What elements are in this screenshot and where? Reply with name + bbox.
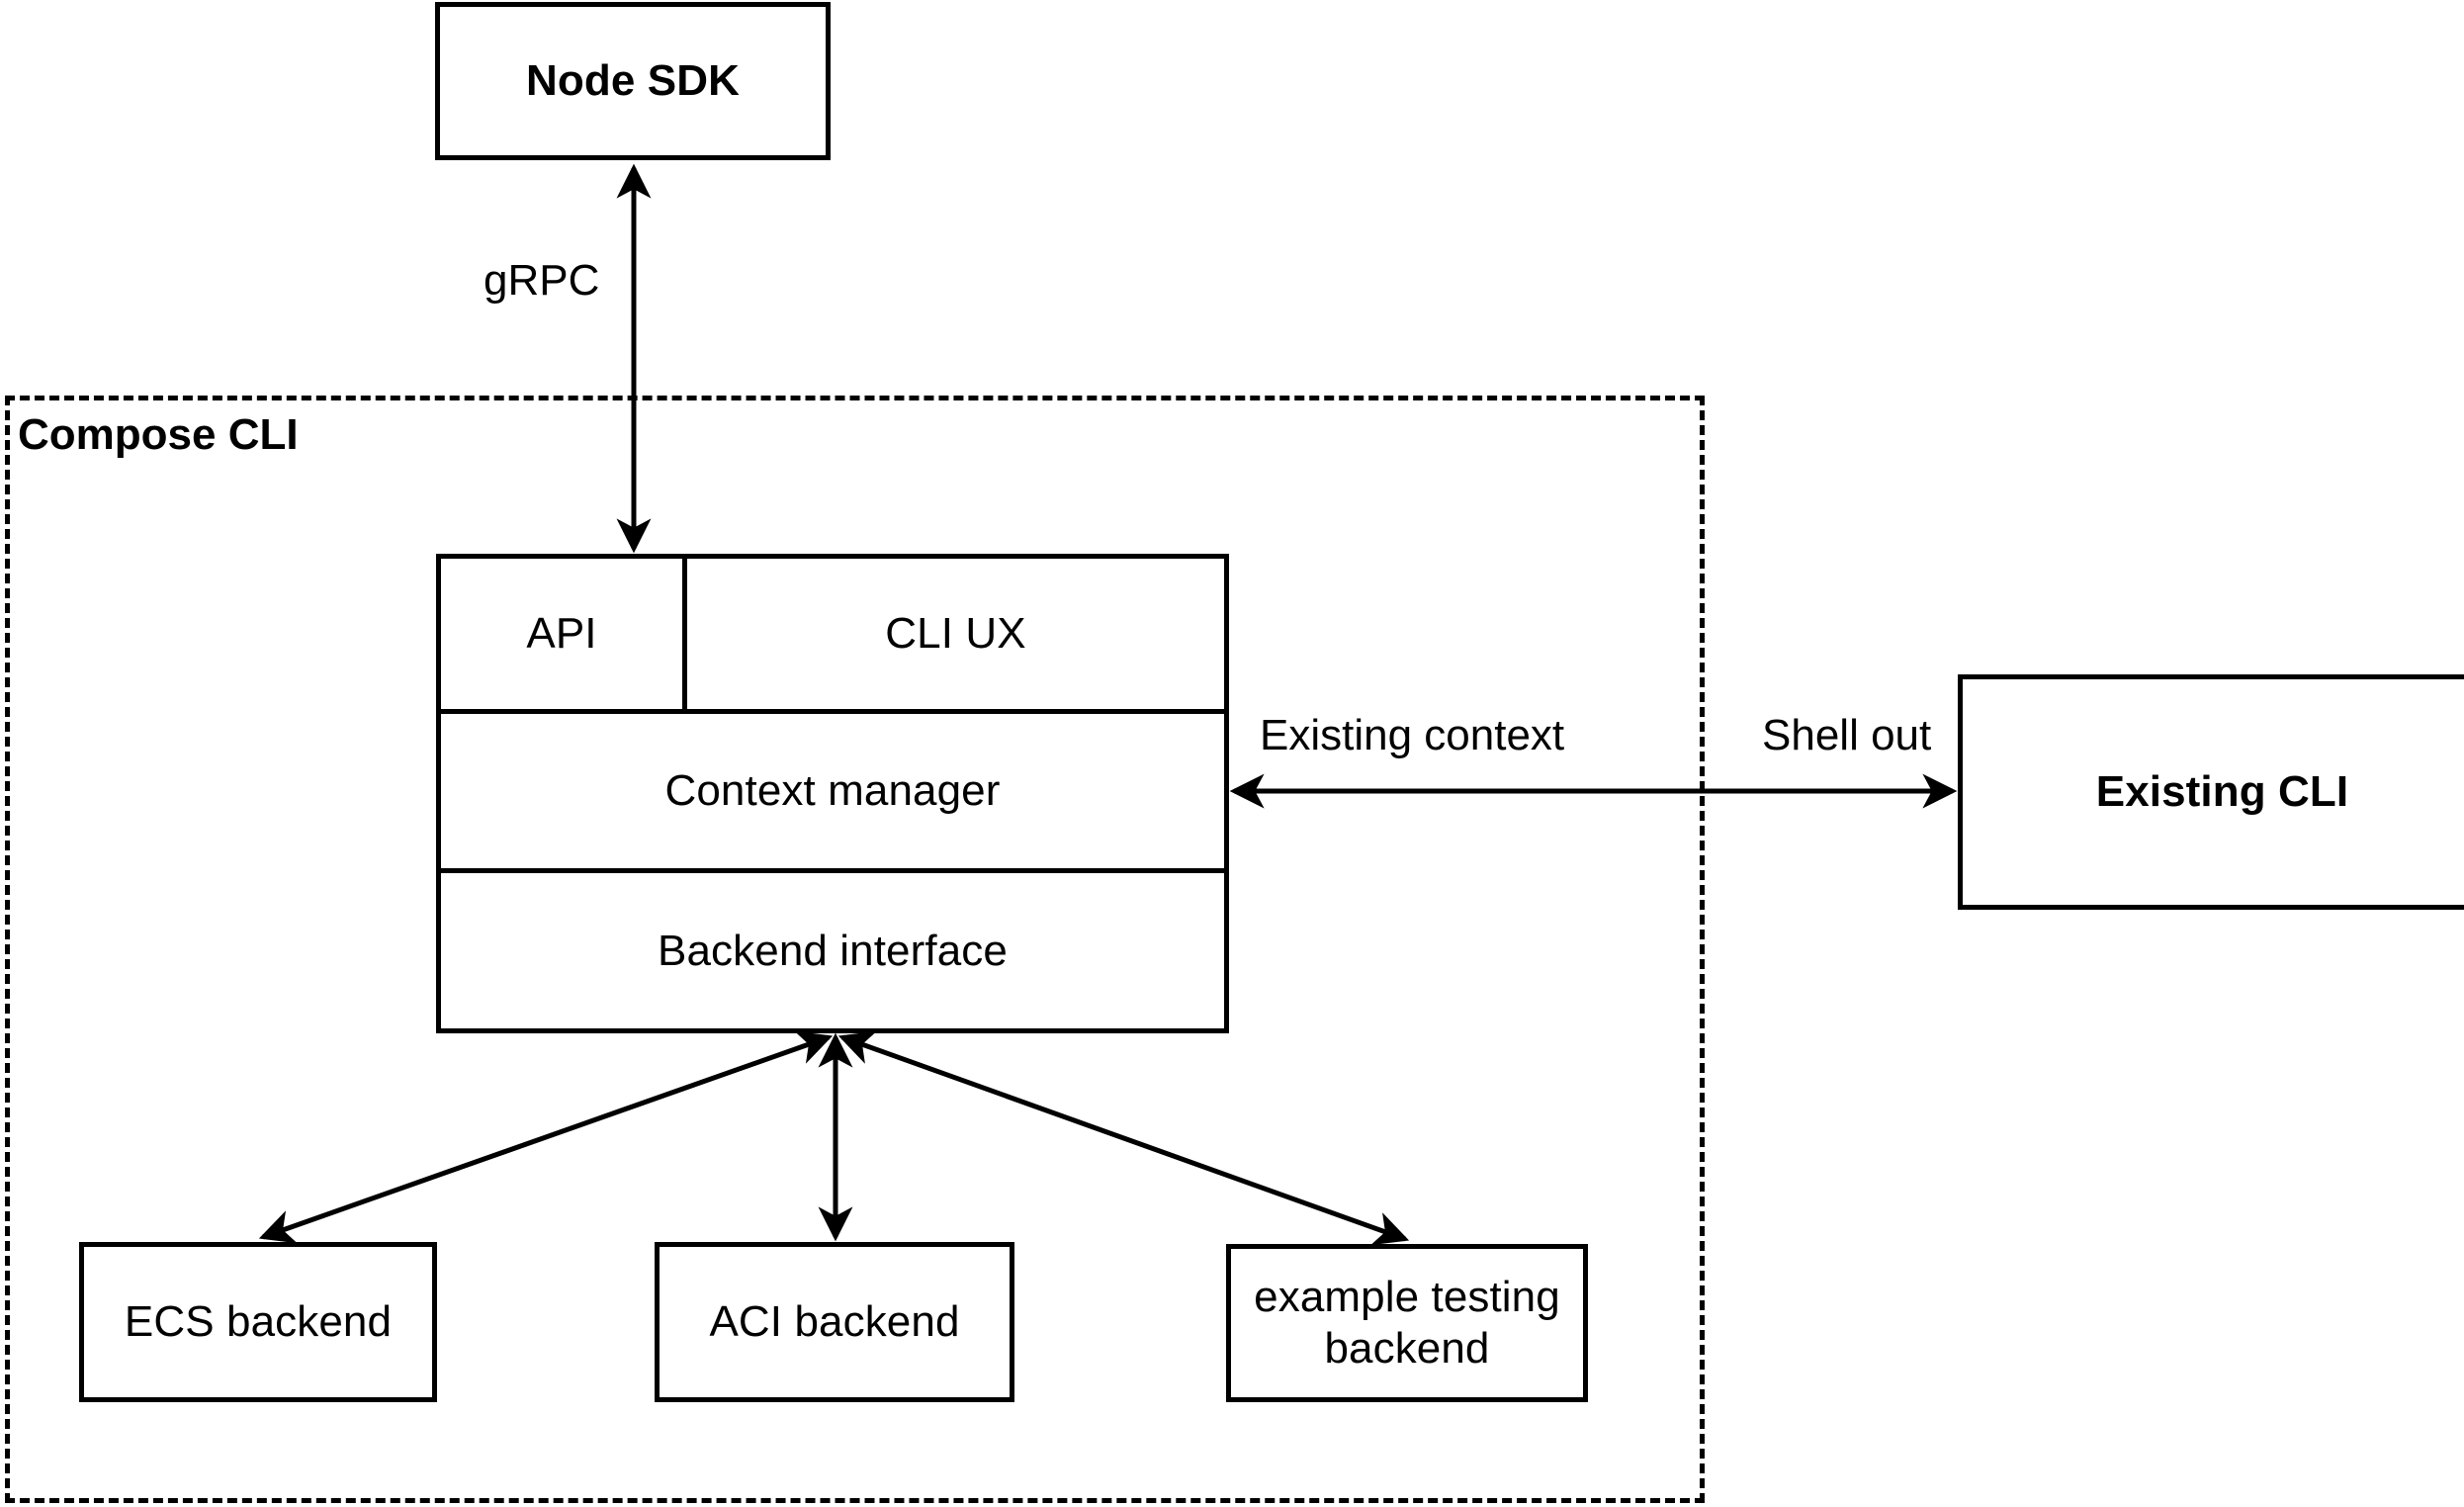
edge-label-shell-out: Shell out (1762, 711, 1932, 759)
node-context-manager[interactable]: Context manager (441, 714, 1224, 868)
core-row-context-manager: Context manager (441, 714, 1224, 873)
node-example-testing-backend[interactable]: example testing backend (1226, 1244, 1588, 1402)
node-api-label: API (526, 609, 597, 659)
node-existing-cli[interactable]: Existing CLI (1958, 674, 2464, 910)
node-aci-backend[interactable]: ACI backend (655, 1242, 1014, 1402)
compose-cli-group-label: Compose CLI (18, 410, 299, 459)
node-api[interactable]: API (441, 559, 687, 709)
node-node-sdk[interactable]: Node SDK (435, 2, 831, 160)
edge-backend-example-line (837, 1030, 1410, 1246)
node-cli-ux[interactable]: CLI UX (687, 559, 1224, 709)
node-ecs-backend-label: ECS backend (124, 1297, 393, 1347)
node-context-manager-label: Context manager (664, 766, 1001, 816)
core-row-api-cliux: API CLI UX (441, 559, 1224, 714)
node-ecs-backend[interactable]: ECS backend (79, 1242, 437, 1402)
edge-backend-ecs-line (258, 1030, 834, 1244)
node-example-testing-backend-label: example testing backend (1254, 1273, 1560, 1373)
compose-core-stack: API CLI UX Context manager Backend inter… (436, 554, 1229, 1033)
node-aci-backend-label: ACI backend (709, 1297, 960, 1347)
edge-label-existing-context: Existing context (1260, 711, 1565, 759)
node-backend-interface[interactable]: Backend interface (441, 873, 1224, 1028)
node-backend-interface-label: Backend interface (658, 926, 1008, 975)
edge-label-grpc: gRPC (484, 256, 600, 305)
node-cli-ux-label: CLI UX (885, 609, 1026, 659)
node-existing-cli-label: Existing CLI (2095, 767, 2349, 817)
node-node-sdk-label: Node SDK (526, 56, 740, 106)
core-row-backend-interface: Backend interface (441, 873, 1224, 1028)
